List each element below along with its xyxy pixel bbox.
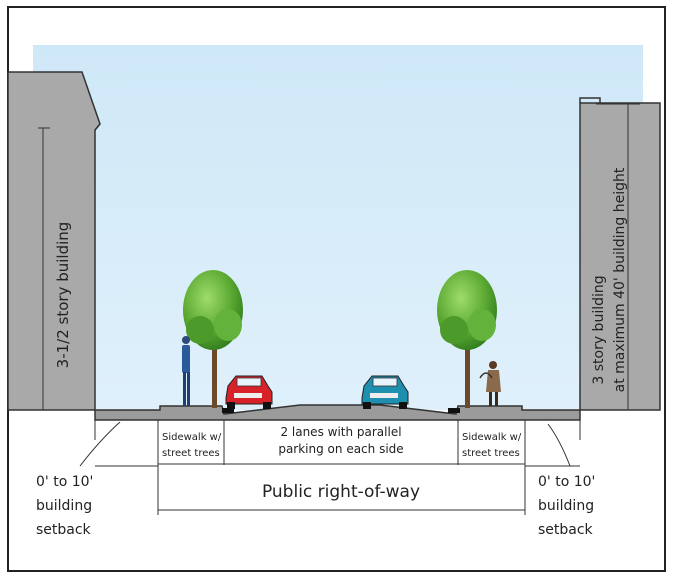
pedestrian-icon xyxy=(479,361,501,406)
pedestrian-icon xyxy=(182,336,190,406)
lanes-label-line2: parking on each side xyxy=(278,442,403,456)
setback-left-label-line3: setback xyxy=(36,522,92,538)
sidewalk-left-label-line1: Sidewalk w/ xyxy=(162,432,222,443)
sidewalk-right-label-line2: street trees xyxy=(462,448,520,459)
sky xyxy=(33,45,643,410)
right-building-label-line1: 3 story building xyxy=(591,275,607,384)
right-of-way-label: Public right-of-way xyxy=(262,482,420,502)
height-dimensions xyxy=(38,103,640,410)
car-icon xyxy=(225,375,273,409)
lanes-label-line1: 2 lanes with parallel xyxy=(280,425,401,439)
setback-right-label-line1: 0' to 10' xyxy=(538,474,595,490)
setback-left-label-line2: building xyxy=(36,498,92,514)
sidewalk-left-label-line2: street trees xyxy=(162,448,220,459)
left-building xyxy=(7,71,101,411)
tree-icon xyxy=(183,270,243,408)
right-building xyxy=(579,97,661,411)
street-ground xyxy=(94,404,581,421)
setback-right-label-line3: setback xyxy=(538,522,594,538)
section-dimension-lines xyxy=(79,420,581,515)
left-building-label: 3-1/2 story building xyxy=(54,222,72,369)
tree-icon xyxy=(437,270,497,408)
setback-left-label-line1: 0' to 10' xyxy=(36,474,93,490)
car-icon xyxy=(361,375,409,409)
setback-right-label-line2: building xyxy=(538,498,594,514)
sidewalk-right-label-line1: Sidewalk w/ xyxy=(462,432,522,443)
right-building-label-line2: at maximum 40' building height xyxy=(612,167,628,392)
